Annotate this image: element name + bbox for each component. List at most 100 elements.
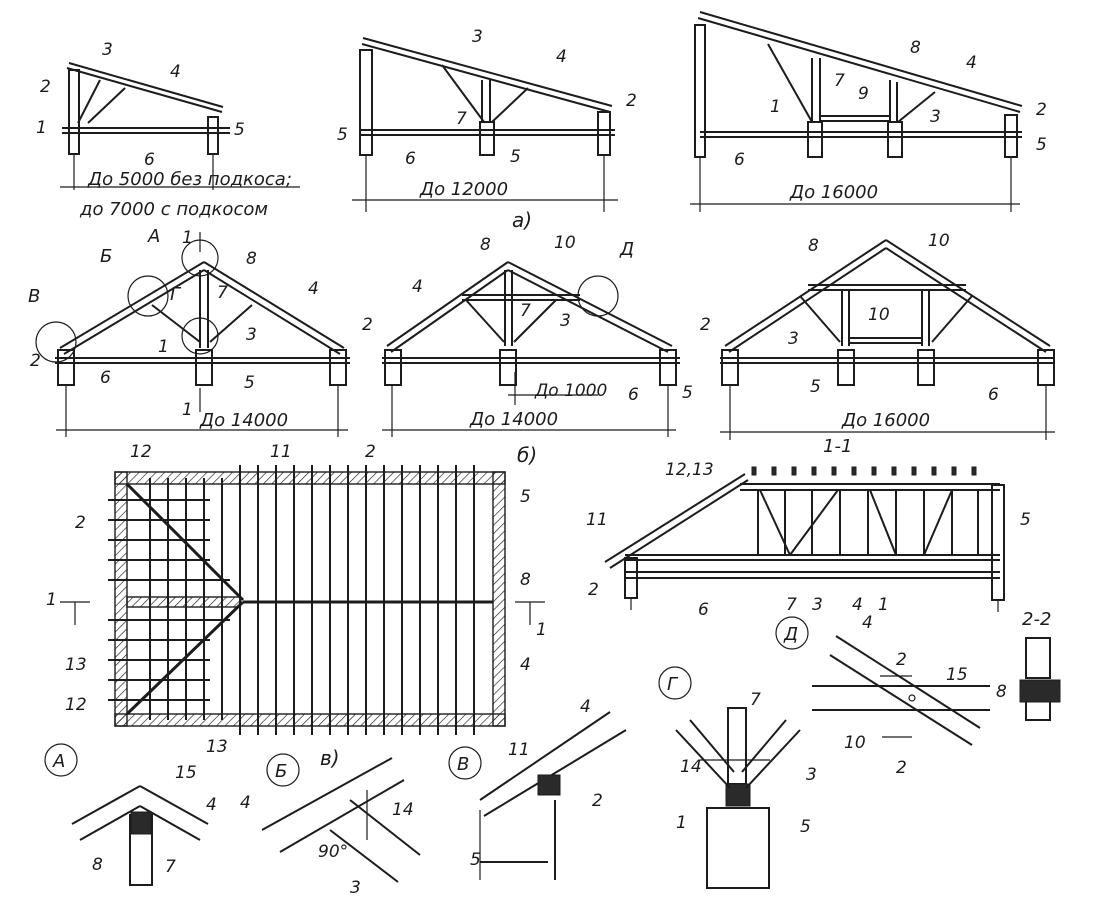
callout-3: 3: [930, 107, 941, 127]
callout-14: 14: [392, 800, 414, 820]
detail-circle-labels: А Б В Г Д А Б В Г Д: [28, 226, 798, 782]
callout-1: 1: [676, 813, 687, 833]
caption-a: а): [512, 208, 532, 232]
callout-7: 7: [750, 690, 761, 710]
callout-6: 6: [698, 600, 709, 620]
caption-b: б): [517, 443, 537, 467]
callout-5: 5: [234, 120, 245, 140]
circle-label-B: Б: [100, 246, 112, 267]
callout-6: 6: [734, 150, 745, 170]
callout-2: 2: [626, 91, 637, 111]
circle-label-D: Д: [619, 239, 634, 260]
caption-v: в): [320, 746, 340, 770]
gable-roof-diagram-large: [720, 239, 1055, 440]
callout-2: 2: [365, 442, 376, 462]
shed-roof-diagram-medium: [352, 37, 618, 212]
dim-a2: До 12000: [419, 179, 508, 200]
dimension-labels: До 5000 без подкоса; до 7000 с подкосом …: [79, 169, 930, 431]
detail-G-label: Г: [667, 674, 679, 695]
callout-1: 1: [36, 118, 47, 138]
callout-2: 2: [75, 513, 86, 533]
callout-1: 1: [158, 337, 169, 357]
callout-1: 1: [182, 228, 193, 248]
callout-7: 7: [520, 301, 531, 321]
callout-11: 11: [508, 740, 530, 760]
callout-8: 8: [808, 236, 819, 256]
callout-2: 2: [700, 315, 711, 335]
callout-7: 7: [456, 109, 467, 129]
callout-7: 7: [217, 283, 228, 303]
callout-5: 5: [470, 850, 481, 870]
callout-8: 8: [480, 235, 491, 255]
callout-3: 3: [246, 325, 257, 345]
callout-4: 4: [206, 795, 217, 815]
callout-13: 13: [65, 655, 87, 675]
detail-D: [775, 616, 990, 746]
detail-B-label: Б: [275, 761, 287, 782]
callout-5: 5: [810, 377, 821, 397]
callout-2: 2: [30, 351, 41, 371]
circle-label-V: В: [28, 286, 40, 307]
gable-roof-diagram-small: [35, 232, 350, 437]
callout-4: 4: [240, 793, 251, 813]
callout-5: 5: [1036, 135, 1047, 155]
callout-2: 2: [588, 580, 599, 600]
section-1-1-diagram: [604, 466, 1005, 612]
callout-4: 4: [966, 53, 977, 73]
callout-5: 5: [510, 147, 521, 167]
callout-10: 10: [868, 305, 890, 325]
detail-V-label: В: [457, 754, 469, 775]
detail-A: [44, 743, 209, 886]
callout-8: 8: [910, 38, 921, 58]
callout-14: 14: [680, 757, 702, 777]
dim-b1: До 14000: [199, 410, 288, 431]
detail-B: [261, 753, 421, 883]
part-number-callouts: 2 3 4 1 5 6 3 4 2 5 7 6 5 8 4 7 9 1 3 2 …: [30, 27, 1047, 898]
callout-8: 8: [996, 682, 1007, 702]
callout-1: 1: [770, 97, 781, 117]
callout-6: 6: [144, 150, 155, 170]
callout-5: 5: [800, 817, 811, 837]
shed-roof-diagram-large: [690, 11, 1023, 212]
figure-captions: а) б) в) 1-1 2-2: [320, 208, 1051, 770]
roof-plan-diagram: [60, 465, 545, 735]
callout-3: 3: [560, 311, 571, 331]
callout-5: 5: [1020, 510, 1031, 530]
callout-11: 11: [270, 442, 292, 462]
callout-5: 5: [244, 373, 255, 393]
section-2-2-diagram: [1019, 637, 1061, 721]
callout-5: 5: [337, 125, 348, 145]
detail-D-label: Д: [783, 624, 798, 645]
callout-2: 2: [1036, 100, 1047, 120]
callout-1: 1: [46, 590, 57, 610]
callout-1: 1: [878, 595, 889, 615]
callout-13: 13: [206, 737, 228, 757]
detail-A-label: А: [52, 751, 65, 772]
section-2-2-label: 2-2: [1022, 609, 1051, 630]
dim-b2-small: До 1000: [534, 381, 607, 401]
callout-6: 6: [988, 385, 999, 405]
callout-4: 4: [308, 279, 319, 299]
callout-3: 3: [472, 27, 483, 47]
callout-2: 2: [896, 758, 907, 778]
dim-a3: До 16000: [789, 182, 878, 203]
callout-1: 1: [182, 400, 193, 420]
callout-3: 3: [788, 329, 799, 349]
callout-4: 4: [580, 697, 591, 717]
callout-7: 7: [786, 595, 797, 615]
callout-3: 3: [812, 595, 823, 615]
callout-4: 4: [556, 47, 567, 67]
callout-4: 4: [852, 595, 863, 615]
angle-label: 90°: [318, 842, 348, 862]
callout-10: 10: [554, 233, 576, 253]
gable-roof-diagram-medium: [382, 261, 680, 437]
callout-8: 8: [246, 249, 257, 269]
callout-11: 11: [586, 510, 608, 530]
section-1-1-label: 1-1: [823, 436, 852, 457]
callout-12: 12: [130, 442, 152, 462]
callout-10: 10: [928, 231, 950, 251]
callout-2: 2: [362, 315, 373, 335]
callout-4: 4: [520, 655, 531, 675]
callout-8: 8: [92, 855, 103, 875]
callout-10: 10: [844, 733, 866, 753]
